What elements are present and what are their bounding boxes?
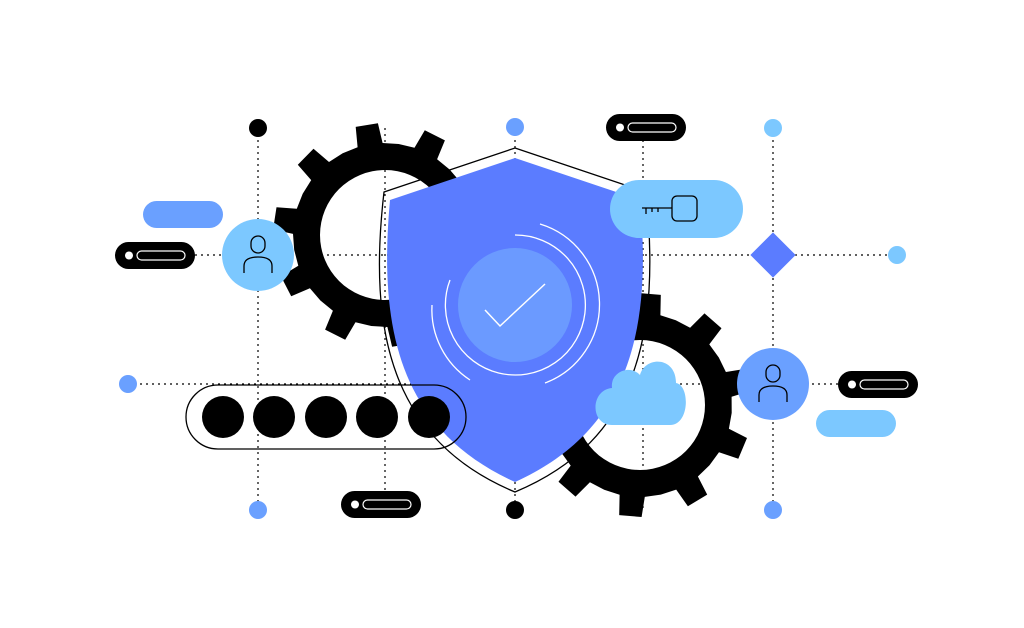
password-dot [202,396,244,438]
key-bubble-bg [610,180,743,238]
toggle-pill [838,371,918,398]
toggle-pill [606,114,686,141]
shield-outline [378,147,651,493]
dot [764,501,782,519]
toggle-pill [341,491,421,518]
toggle-dot [125,251,133,260]
user-avatar [737,348,809,420]
dot [764,119,782,137]
ring-arc [444,234,587,376]
ring-arc [539,223,601,384]
label-pill [143,201,223,228]
toggle-dot [616,123,624,132]
password-field [185,384,467,450]
key-bubble [610,180,743,238]
password-dot [253,396,295,438]
toggle-bar [859,379,909,390]
toggle-pill [115,242,195,269]
dot [506,118,524,136]
dot [506,501,524,519]
ring-arc [431,304,471,381]
shield [378,147,651,493]
dot [249,119,267,137]
key-icon [642,195,698,222]
toggle-bar [627,122,677,133]
dot [119,375,137,393]
cloud-icon [595,361,686,425]
grid-dots [119,118,906,519]
dot [249,501,267,519]
toggle-bar [136,250,186,261]
label-pill [816,410,896,437]
password-dot [305,396,347,438]
check-badge [458,248,572,362]
password-dot [408,396,450,438]
dot [888,246,906,264]
diamond-shape [750,232,796,278]
toggle-dot [848,380,856,389]
checkmark-icon [484,283,546,328]
user-icon [243,235,273,273]
password-dot [356,396,398,438]
toggle-bar [362,499,412,510]
user-icon [758,364,788,402]
user-avatar [222,219,294,291]
password-field-outline [185,384,467,450]
toggle-dot [351,500,359,509]
